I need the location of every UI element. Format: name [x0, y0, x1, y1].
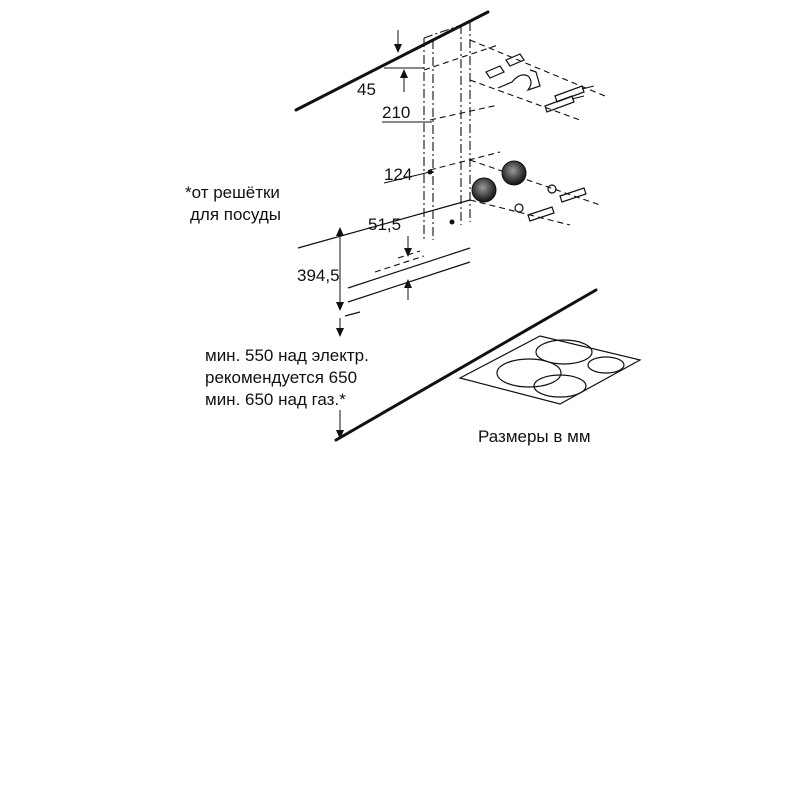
burner-icon: [496, 358, 562, 388]
hob-outline: [458, 335, 642, 405]
screw-icon: [554, 85, 585, 103]
dimension-51-5: 51,5: [368, 215, 412, 300]
dim-124-label: 124: [384, 165, 412, 184]
burner-icon: [587, 356, 625, 374]
hob: [334, 288, 642, 442]
dim-45-label: 45: [357, 80, 376, 99]
wall-plug-icon: [501, 160, 527, 186]
countertop-line: [334, 288, 598, 442]
height-note-line3: мин. 650 над газ.*: [205, 390, 346, 409]
upper-bracket-hardware: [469, 39, 606, 121]
mid-hardware: [427, 159, 601, 226]
grille-note-line2: для посуды: [190, 205, 281, 224]
wall-plug-icon: [471, 177, 497, 203]
units-note: Размеры в мм: [478, 427, 591, 446]
dimension-124: 124: [383, 165, 431, 184]
bracket-icon: [497, 69, 541, 92]
dowel-icon: [505, 53, 525, 67]
dim-394-5-label: 394,5: [297, 266, 340, 285]
installation-height: мин. 550 над электр. рекомендуется 650 м…: [205, 318, 369, 439]
chimney-guides: [423, 21, 501, 240]
grille-note-line1: *от решётки: [185, 183, 280, 202]
screw-icon: [544, 95, 575, 113]
ceiling-line: [294, 10, 490, 112]
dimension-394-5: 394,5: [297, 227, 344, 311]
washer-icon: [547, 184, 557, 194]
height-note-line2: рекомендуется 650: [205, 368, 357, 387]
burner-icon: [533, 374, 587, 398]
dowel-icon: [485, 65, 505, 79]
dim-51-5-label: 51,5: [368, 215, 401, 234]
washer-icon: [514, 203, 524, 213]
height-note-line1: мин. 550 над электр.: [205, 346, 369, 365]
burner-icon: [535, 339, 593, 365]
screw-icon: [559, 187, 587, 203]
dimension-210: 210: [382, 103, 432, 123]
dim-210-label: 210: [382, 103, 410, 122]
screw-icon: [527, 206, 555, 222]
dimension-45: 45: [357, 30, 424, 99]
